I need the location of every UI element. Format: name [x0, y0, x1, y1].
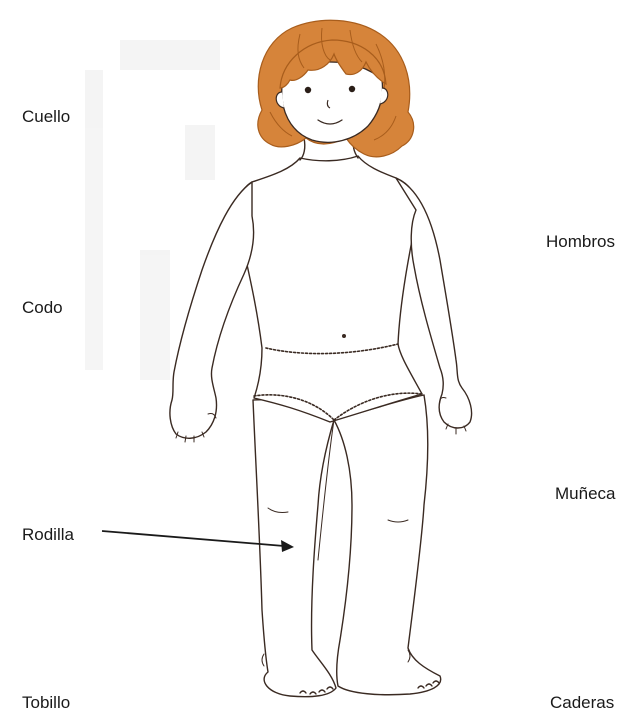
- label-hombros: Hombros: [546, 233, 615, 250]
- label-tobillo: Tobillo: [22, 694, 70, 711]
- torso: [238, 136, 422, 422]
- head: [258, 20, 414, 157]
- label-codo: Codo: [22, 299, 63, 316]
- label-muneca: Muñeca: [555, 485, 615, 502]
- label-cuello: Cuello: [22, 108, 70, 125]
- left-eye: [305, 87, 311, 93]
- label-rodilla: Rodilla: [22, 526, 74, 543]
- label-caderas: Caderas: [550, 694, 614, 711]
- right-eye: [349, 86, 355, 92]
